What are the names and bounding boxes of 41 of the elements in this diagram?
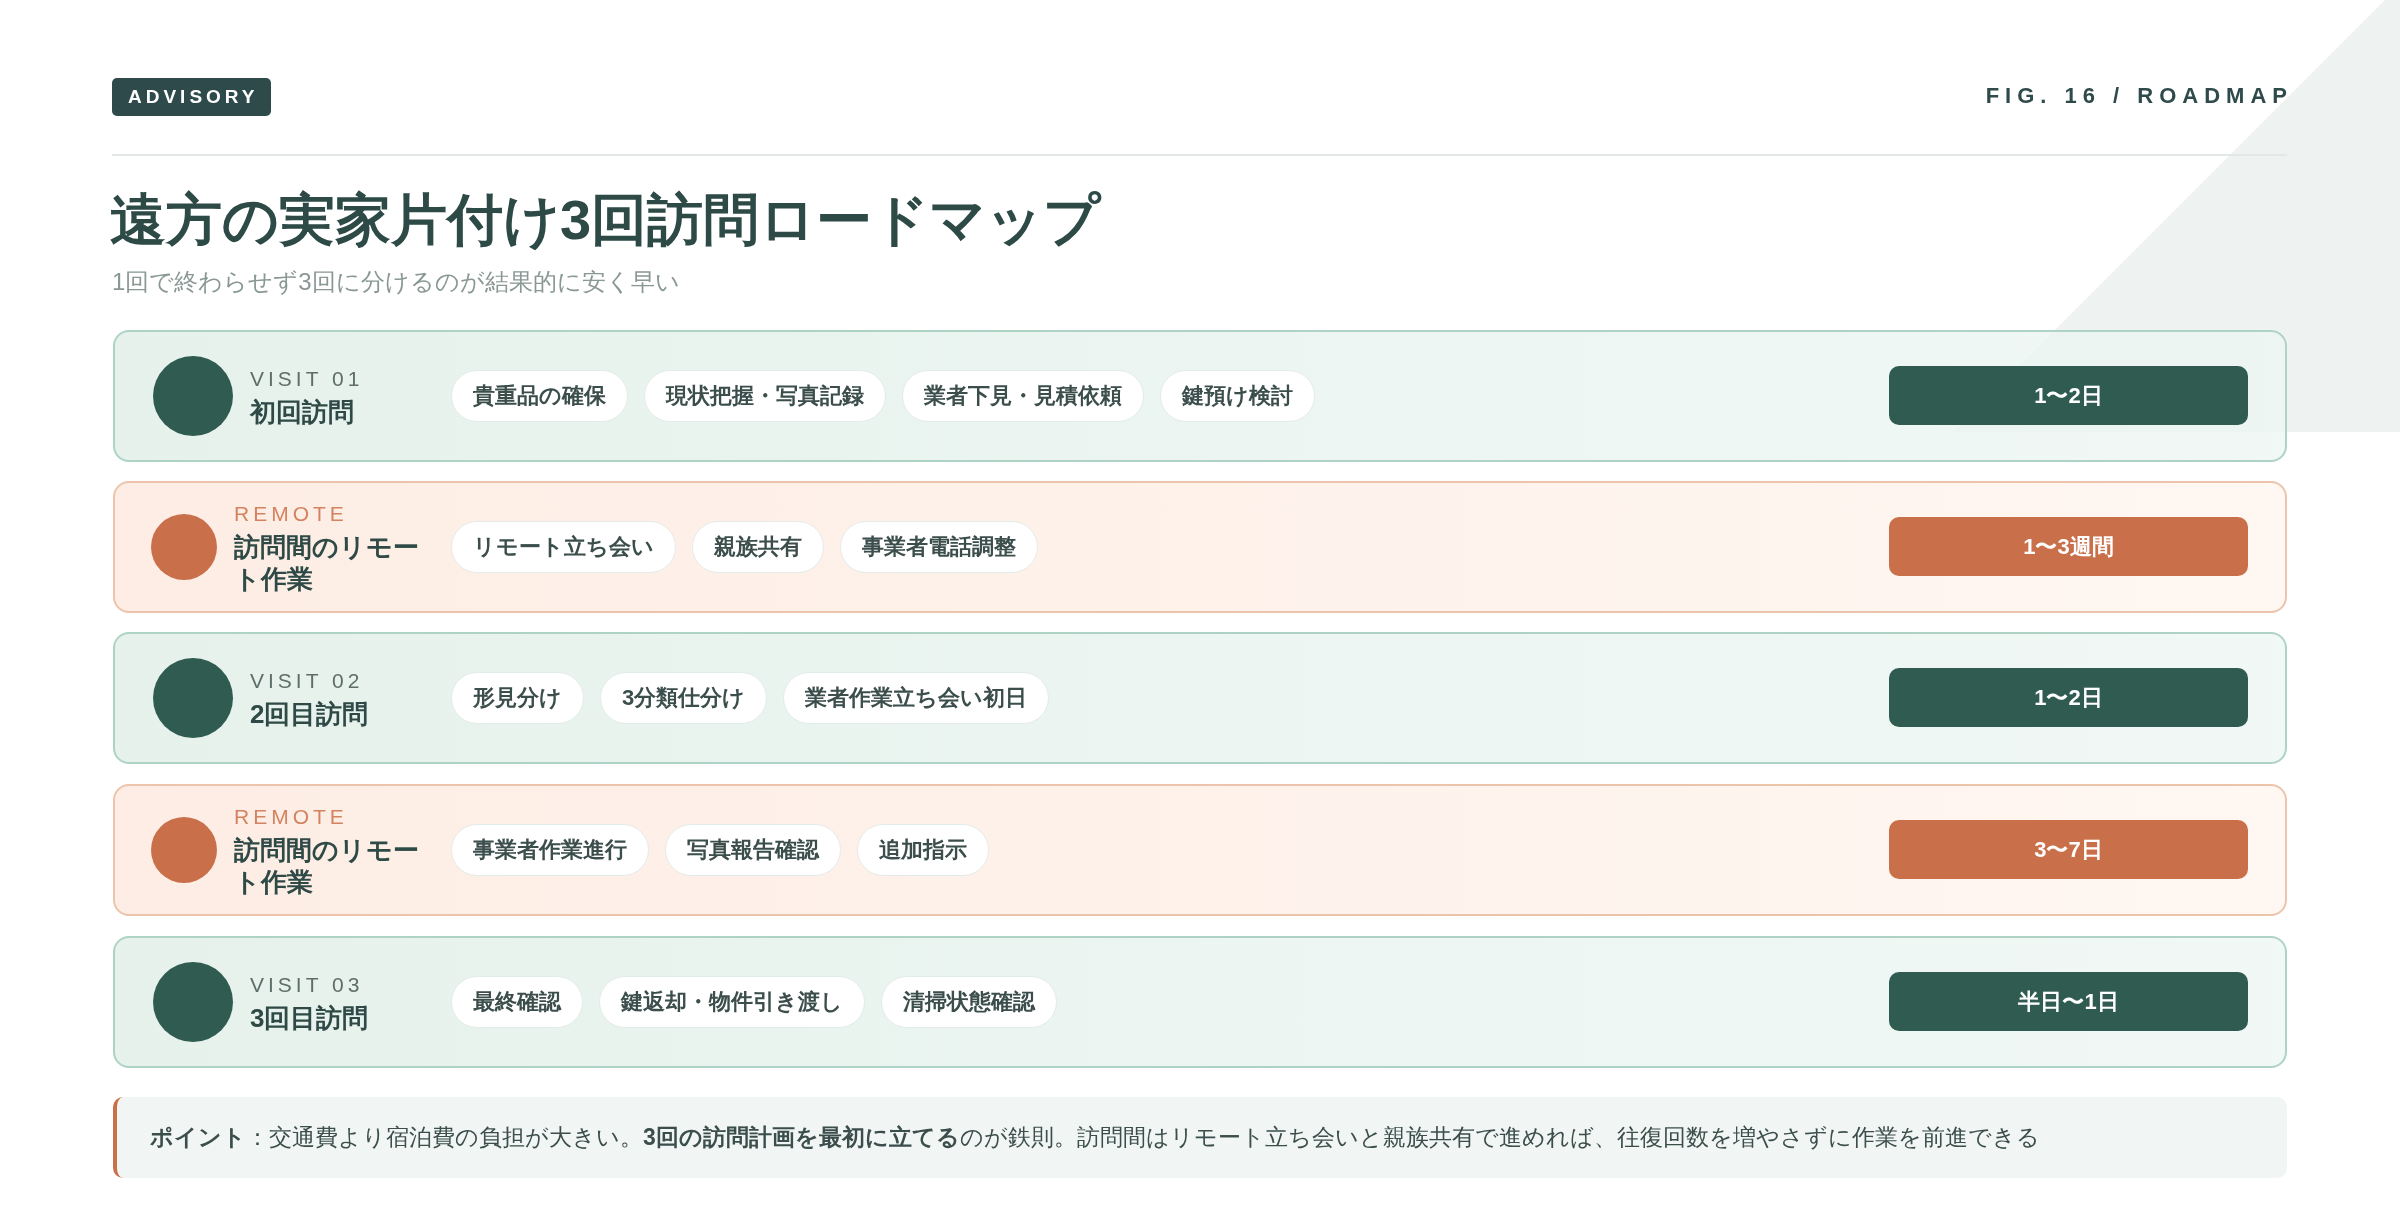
title: 遠方の実家片付け3回訪問ロードマップ <box>110 187 1101 253</box>
category-tag: ADVISORY <box>112 78 271 116</box>
task-chip: 3分類仕分け <box>600 672 768 724</box>
note-box: ポイント：交通費より宿泊費の負担が大きい。3回の訪問計画を最初に立てるのが鉄則。訪問間はリモート立ち会いと親族共有で進めれば、往復回数を増やさずに作業を前進できる <box>113 1097 2287 1178</box>
task-chip: 形見分け <box>451 672 584 724</box>
step-row <box>113 784 2287 916</box>
task-chip: 追加指示 <box>857 824 989 876</box>
step-label: VISIT 02 <box>250 667 364 694</box>
duration-bar: 3〜7日 <box>1889 820 2248 879</box>
subtitle: 1回で終わらせず3回に分けるのが結果的に安く早い <box>112 267 680 297</box>
step-label: VISIT 01 <box>250 365 364 392</box>
step-row <box>113 330 2287 462</box>
task-chip: 事業者電話調整 <box>840 521 1038 573</box>
step-row <box>113 632 2287 764</box>
task-chip: 親族共有 <box>692 521 824 573</box>
step-title: 2回目訪問 <box>250 697 369 730</box>
duration-bar: 半日〜1日 <box>1889 972 2248 1031</box>
step-row <box>113 936 2287 1068</box>
step-label: VISIT 03 <box>250 971 364 998</box>
figure-label: FIG. 16 / ROADMAP <box>1985 82 2293 110</box>
step-row <box>113 481 2287 613</box>
task-chip: 業者作業立ち会い初日 <box>783 672 1050 724</box>
task-chip: 貴重品の確保 <box>451 370 628 422</box>
task-chip: 事業者作業進行 <box>451 824 649 876</box>
step-title: 訪問間のリモート作業 <box>234 530 420 595</box>
step-label: REMOTE <box>234 803 348 830</box>
task-chip: 鍵預け検討 <box>1160 370 1315 422</box>
step-title: 3回目訪問 <box>250 1001 369 1034</box>
step-title: 訪問間のリモート作業 <box>234 833 420 898</box>
step-label: REMOTE <box>234 500 348 527</box>
task-chip: 業者下見・見積依頼 <box>902 370 1144 422</box>
task-chip: 写真報告確認 <box>665 824 841 876</box>
step-title: 初回訪問 <box>250 395 354 428</box>
task-chip: 最終確認 <box>451 976 583 1028</box>
task-chip: 清掃状態確認 <box>881 976 1057 1028</box>
duration-bar: 1〜3週間 <box>1889 517 2248 576</box>
duration-bar: 1〜2日 <box>1889 668 2248 727</box>
task-chip: リモート立ち会い <box>451 521 676 573</box>
task-chip: 現状把握・写真記録 <box>644 370 886 422</box>
duration-bar: 1〜2日 <box>1889 366 2248 425</box>
task-chip: 鍵返却・物件引き渡し <box>599 976 865 1028</box>
